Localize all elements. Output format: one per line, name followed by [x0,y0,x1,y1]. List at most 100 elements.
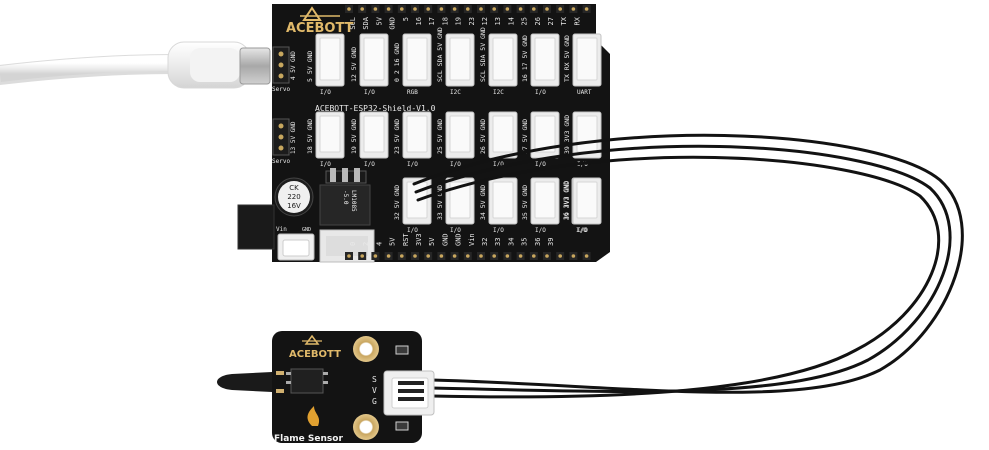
header-pin-pad [518,7,523,11]
port-pin-labels: 0 2 16 GND [393,43,401,82]
header-pin-pad [532,7,536,11]
port-pin-labels: 32 5V GND [393,185,401,220]
header-pin-pad [426,7,431,11]
sensor-connector [383,370,435,416]
port-type-tag: I/O [576,227,587,234]
grove-port: 16 17 5V GND I/O [521,33,560,96]
header-pin-label: 32 [481,238,489,246]
shield-logo: ACEBOTT [286,6,354,36]
header-pin-label: SDA [362,16,370,29]
header-pin-pad [386,254,391,258]
header-pin-pad [584,7,589,11]
port-type-tag: RGB [407,89,418,96]
port-pin-labels: 19 5V GND [350,119,358,154]
header-pin-label: 34 [507,238,515,246]
port-pin-labels: 27 5V GND [521,119,529,154]
header-pin-pad [400,7,404,11]
header-pin-pad [373,254,378,258]
port-pin-labels: 39 3V3 GND [563,115,571,154]
header-pin-pad [479,254,483,258]
header-pin-pad [413,7,417,11]
servo-header-lower: 13 5V GND Servo [272,118,297,165]
header-pin-pad [347,7,351,11]
port-pin-labels: 16 17 5V GND [521,35,529,82]
header-pin-label: 5V [389,237,397,246]
header-pin-pad [373,7,378,11]
port-pin-labels: 36 3V3 GND [562,181,570,220]
header-pin-pad [360,254,365,258]
port-pin-labels: 26 5V GND [479,119,487,154]
capacitor-line-2: 220 [287,193,300,201]
header-pin-pad [545,7,549,11]
header-pin-pad [439,7,444,11]
header-pin-pad [466,7,470,11]
port-type-tag: I/O [493,161,504,168]
vin-label: Vin [276,226,287,233]
header-pin-label: 5 [402,17,410,21]
header-pin-label: 16 [415,17,423,25]
ir-receiver-bulb [217,372,272,392]
header-pin-pad [545,254,549,258]
header-pin-label: 0 [349,242,357,246]
port-pin-labels: TX RX 5V GND [563,35,571,82]
port-type-tag: I/O [364,89,375,96]
port-type-tag: I/O [407,227,418,234]
port-type-tag: I/O [535,161,546,168]
voltage-regulator: LM1085 -5.0 [319,168,371,226]
header-pin-pad [505,7,510,11]
port-type-tag: I2C [493,89,504,96]
top-header-pins [345,5,591,13]
header-pin-pad [571,7,576,11]
shield-brand: ACEBOTT [286,21,354,36]
usb-cable [0,41,271,89]
port-pin-labels: 35 5V GND [521,185,529,220]
servo-lower-pins: 13 5V GND [290,121,297,154]
servo-upper-pins: 4 5V GND [290,51,297,80]
regulator-line-2: -5.0 [342,190,349,205]
port-type-tag: I/O [407,161,418,168]
port-type-tag: I/O [577,227,588,234]
header-pin-pad [452,254,457,258]
port-type-tag: I/O [450,227,461,234]
flame-sensor-module: ACEBOTT Flame Sensor S V G [217,331,435,444]
flame-icon [307,406,320,426]
port-pin-labels: 33 5V GND [436,185,444,220]
header-pin-label: 13 [494,17,502,25]
header-pin-pad [558,254,562,258]
pin-label-s: S [372,375,377,384]
sensor-brand: ACEBOTT [289,349,341,360]
capacitor-line-1: CK [289,184,299,192]
bottom-header-pins [345,252,591,260]
header-pin-pad [571,254,576,258]
dc-power-jack [237,204,275,250]
header-pin-label: 33 [494,238,502,246]
header-pin-label: 4 [375,242,383,246]
port-type-tag: I2C [450,89,461,96]
header-pin-label: TX [560,16,568,25]
header-pin-pad [518,254,523,258]
servo-header-upper: 4 5V GND Servo [272,46,297,93]
header-pin-pad [426,254,431,258]
pin-label-g: G [372,397,377,406]
header-pin-label: 14 [507,17,515,25]
header-pin-pad [492,7,497,11]
header-pin-label: 39 [547,238,555,246]
header-pin-pad [360,7,365,11]
port-type-tag: I/O [535,89,546,96]
port-pin-labels: 5 5V GND [306,51,314,82]
sensor-logo: ACEBOTT [289,334,341,360]
